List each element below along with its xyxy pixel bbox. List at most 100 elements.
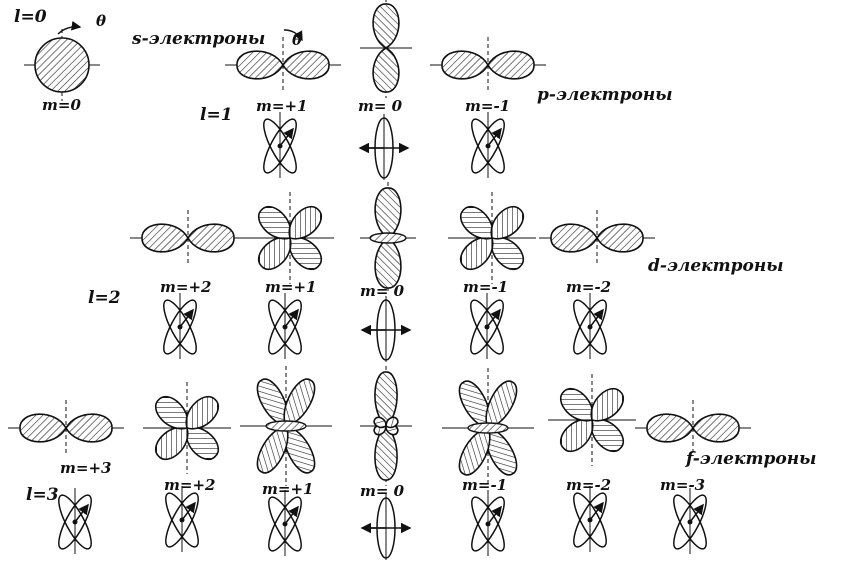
orbital-l3-3-small-lobe-2 [373,416,387,429]
orbital-l3-3-small-lobe-3 [385,416,399,429]
orbital-l2-1-lobe-0 [288,236,323,271]
orbital-l2-2-ring [369,232,407,244]
l3-mminus3-label: m=-3 [660,476,705,494]
theta-arc-s [57,20,82,35]
orbital-l3-0-lobe-left [19,413,67,443]
orbital-l2-3-lobe-2 [459,205,494,240]
vector-model-l1-2-ellipse-a [471,118,505,174]
l3-m0-label: m= 0 [360,482,405,500]
vector-model-l1-2-arrow [487,127,502,147]
vector-model-l3-5-ellipse-b [573,492,607,548]
vector-model-l3-2-ellipse-a [268,496,302,552]
vector-model-l3-5-arrow [589,501,604,521]
vector-model-l2-4-dot [587,324,593,330]
orbital-l3-1-lobe-2 [154,395,189,430]
l2-label: l=2 [88,288,121,308]
vector-model-l2-0-dot [177,324,183,330]
l1-m0-label: m= 0 [358,97,403,115]
vector-model-l1-0-arrow [279,127,294,147]
orbital-l3-2-lobe-1 [256,425,289,474]
vector-model-l2-1-dot [282,324,288,330]
vector-model-l1-0-ellipse-a [263,118,297,174]
vector-model-l3-0-ellipse-b [58,494,92,550]
vector-model-l3-1-ellipse-b [165,492,199,548]
orbital-l2-0-lobe-right [187,223,235,253]
theta-label-p: θ [292,31,302,49]
orbital-l1-2-lobe-left [441,50,489,80]
orbital-l3-1-lobe-1 [154,426,189,461]
vector-model-l2-4-ellipse-a [573,299,607,355]
orbital-l3-2-ring [265,420,307,432]
vector-model-l3-4-dot [485,521,491,527]
vector-model-l3-6-arrow [689,503,704,523]
orbital-l3-4-ring [467,422,509,434]
l2-m0-label: m= 0 [360,282,405,300]
orbital-l2-4-lobe-right [596,223,644,253]
orbital-l3-1-lobe-3 [185,395,220,430]
vector-model-l3-6-dot [687,519,693,525]
orbital-l3-6-lobe-left [646,413,694,443]
orbital-l3-5-lobe-3 [590,387,625,422]
vector-model-l2-3-ellipse-a [470,299,504,355]
orbital-l1-0-lobe-right [282,50,330,80]
f-electrons-label: f-электроны [685,449,816,469]
vector-model-l3-4-ellipse-b [471,496,505,552]
orbital-l2-2-lobe-up [374,187,402,239]
orbital-l2-0-lobe-left [141,223,189,253]
vector-model-l3-4-ellipse-a [471,496,505,552]
l3-label: l=3 [26,485,59,505]
l2-mminus1-label: m=-1 [463,278,508,296]
orbital-l2-1-lobe-3 [288,205,323,240]
vector-model-l3-6-ellipse-b [673,494,707,550]
vector-model-l2-4-ellipse-b [573,299,607,355]
vector-model-l2-1-ellipse-a [268,299,302,355]
vector-model-l3-0-ellipse-a [58,494,92,550]
vector-model-l2-0-arrow [179,308,194,328]
vector-model-l1-2-dot [485,143,491,149]
vector-model-l2-1-arrow [284,308,299,328]
orbital-l2-2-lobe-down [374,237,402,289]
l1-mplus1-label: m=+1 [256,97,307,115]
vector-model-l3-5-ellipse-a [573,492,607,548]
orbital-l3-2-lobe-3 [283,378,316,427]
orbital-l2-3-lobe-1 [459,236,494,271]
vector-model-l3-2-arrow [284,505,299,525]
vector-model-l2-3-arrow [486,308,501,328]
vector-model-l3-0-dot [72,519,78,525]
vector-model-l3-5-dot [587,517,593,523]
l2-mplus1-label: m=+1 [265,278,316,296]
vector-model-l3-1-ellipse-a [165,492,199,548]
l2-mminus2-label: m=-2 [566,278,611,296]
vector-model-l3-2-ellipse-b [268,496,302,552]
l2-mplus2-label: m=+2 [160,278,211,296]
orbital-l2-4-lobe-left [550,223,598,253]
theta-label-s: θ [96,12,106,30]
vector-model-l2-4-arrow [589,308,604,328]
vector-model-l3-1-arrow [181,501,196,521]
orbital-l3-3-lobe-down [374,424,398,481]
vector-model-l1-2-ellipse-b [471,118,505,174]
orbital-l1-0-lobe-left [236,50,284,80]
orbital-l3-1-lobe-0 [185,426,220,461]
vector-model-l3-2-dot [282,521,288,527]
vector-model-l3-6-ellipse-a [673,494,707,550]
l3-mminus1-label: m=-1 [462,476,507,494]
orbital-l2-1-lobe-1 [257,236,292,271]
orbital-l2-3-lobe-3 [490,205,525,240]
vector-model-l1-0-ellipse-b [263,118,297,174]
l3-mminus2-label: m=-2 [566,476,611,494]
orbital-l3-4-lobe-1 [458,427,491,476]
vector-model-l3-4-arrow [487,505,502,525]
vector-model-l2-1-ellipse-b [268,299,302,355]
vector-model-l3-1-dot [179,517,185,523]
vector-model-l2-0-ellipse-b [163,299,197,355]
l0-label: l=0 [14,7,47,27]
orbital-l2-1-lobe-2 [257,205,292,240]
l0-m0-label: m=0 [42,96,81,114]
vector-model-l2-3-dot [484,324,490,330]
p-electrons-label: p-электроны [537,85,673,105]
orbital-l3-5-lobe-0 [590,418,625,453]
orbital-l3-5-lobe-2 [559,387,594,422]
